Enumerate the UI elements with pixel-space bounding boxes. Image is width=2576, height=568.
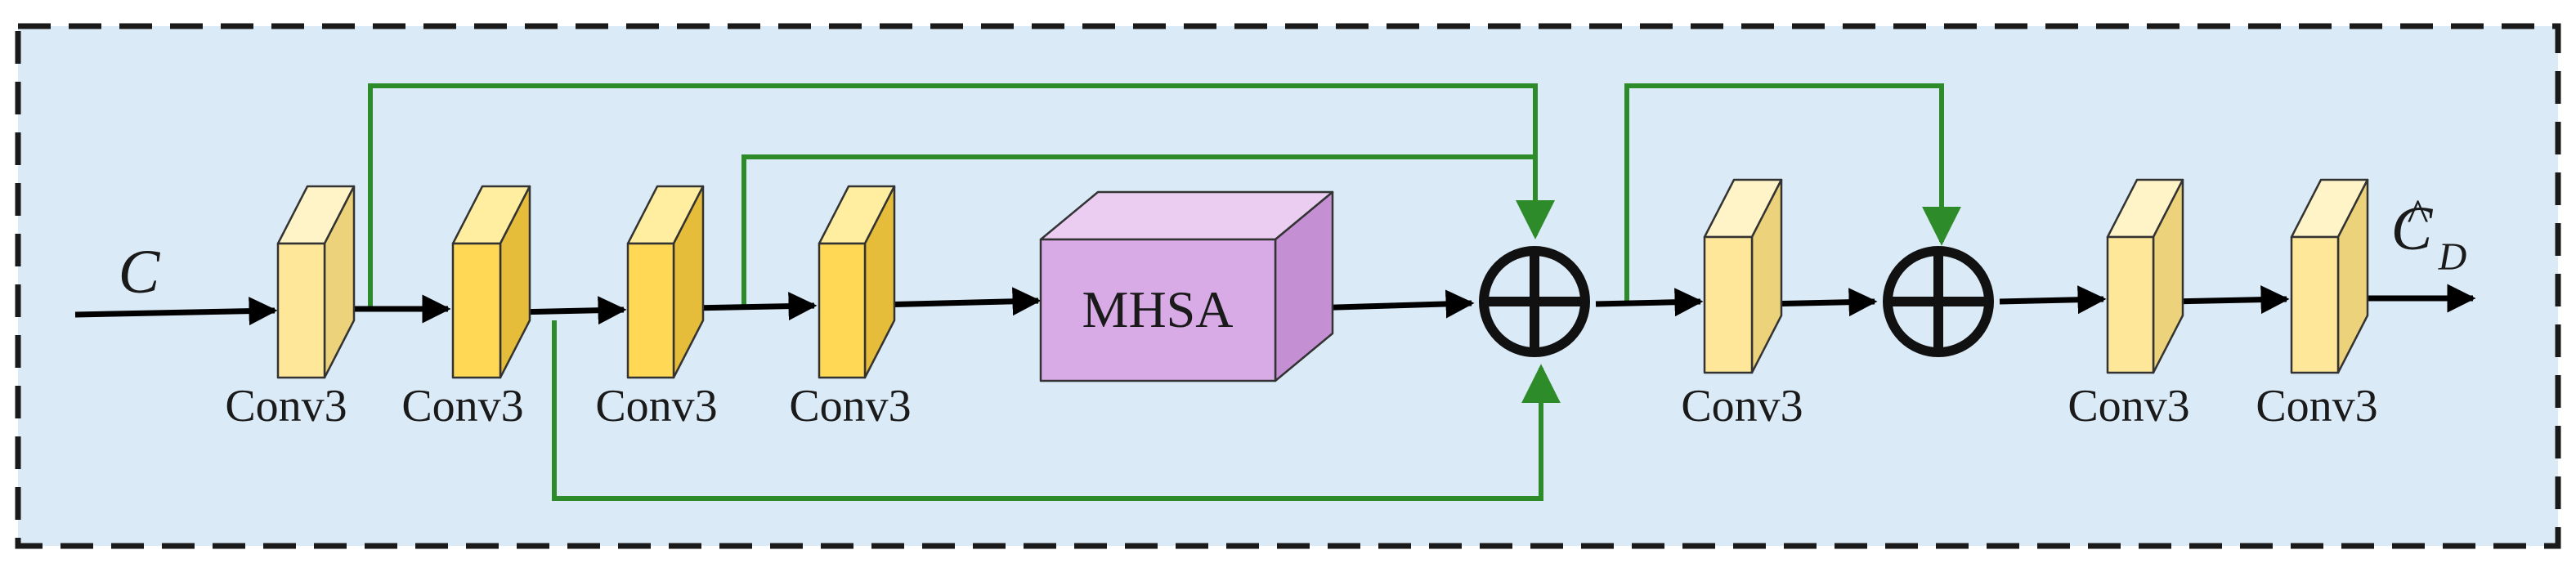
arrow-conv4-mhsa [876, 287, 1042, 316]
mhsa-label: MHSA [1082, 280, 1234, 338]
conv-block-5 [1703, 178, 1783, 374]
output-label-subscript: D [2438, 235, 2467, 279]
input-label: C [119, 238, 161, 306]
arrow-add2-conv6 [1999, 285, 2107, 315]
conv-block-7 [2290, 178, 2369, 374]
conv-label-6: Conv3 [2068, 381, 2189, 432]
conv-label-1: Conv3 [225, 381, 347, 432]
mhsa-block [1039, 190, 1334, 382]
conv-block-1 [276, 185, 356, 379]
conv-block-2 [451, 185, 531, 379]
conv-block-3 [626, 185, 705, 379]
arrow-conv2-conv3 [513, 296, 627, 325]
output-label-accent: ^ [2406, 190, 2428, 241]
output-label: C [2391, 195, 2434, 263]
arrow-add1-conv5 [1595, 288, 1704, 317]
conv-label-4: Conv3 [789, 381, 911, 432]
dashed-frame [15, 23, 2561, 549]
conv-label-2: Conv3 [401, 381, 523, 432]
add-node-2 [1883, 246, 1994, 357]
arrow-conv6-conv7 [2168, 285, 2290, 315]
conv-label-5: Conv3 [1681, 381, 1803, 432]
input-arrow [74, 297, 278, 326]
skip-connections [368, 83, 1961, 501]
conv-block-4 [818, 185, 896, 379]
skip-connection-inner [741, 154, 1555, 309]
arrow-conv3-conv4 [690, 292, 818, 321]
add-node-1 [1479, 246, 1590, 357]
skip-connection-second [1624, 83, 1961, 304]
conv-block-6 [2106, 178, 2184, 374]
conv-label-7: Conv3 [2256, 381, 2377, 432]
skip-connection-bottom [552, 320, 1561, 501]
arrow-mhsa-add1 [1309, 289, 1475, 319]
main-flow-arrows [74, 284, 2476, 326]
conv-label-3: Conv3 [595, 381, 717, 432]
